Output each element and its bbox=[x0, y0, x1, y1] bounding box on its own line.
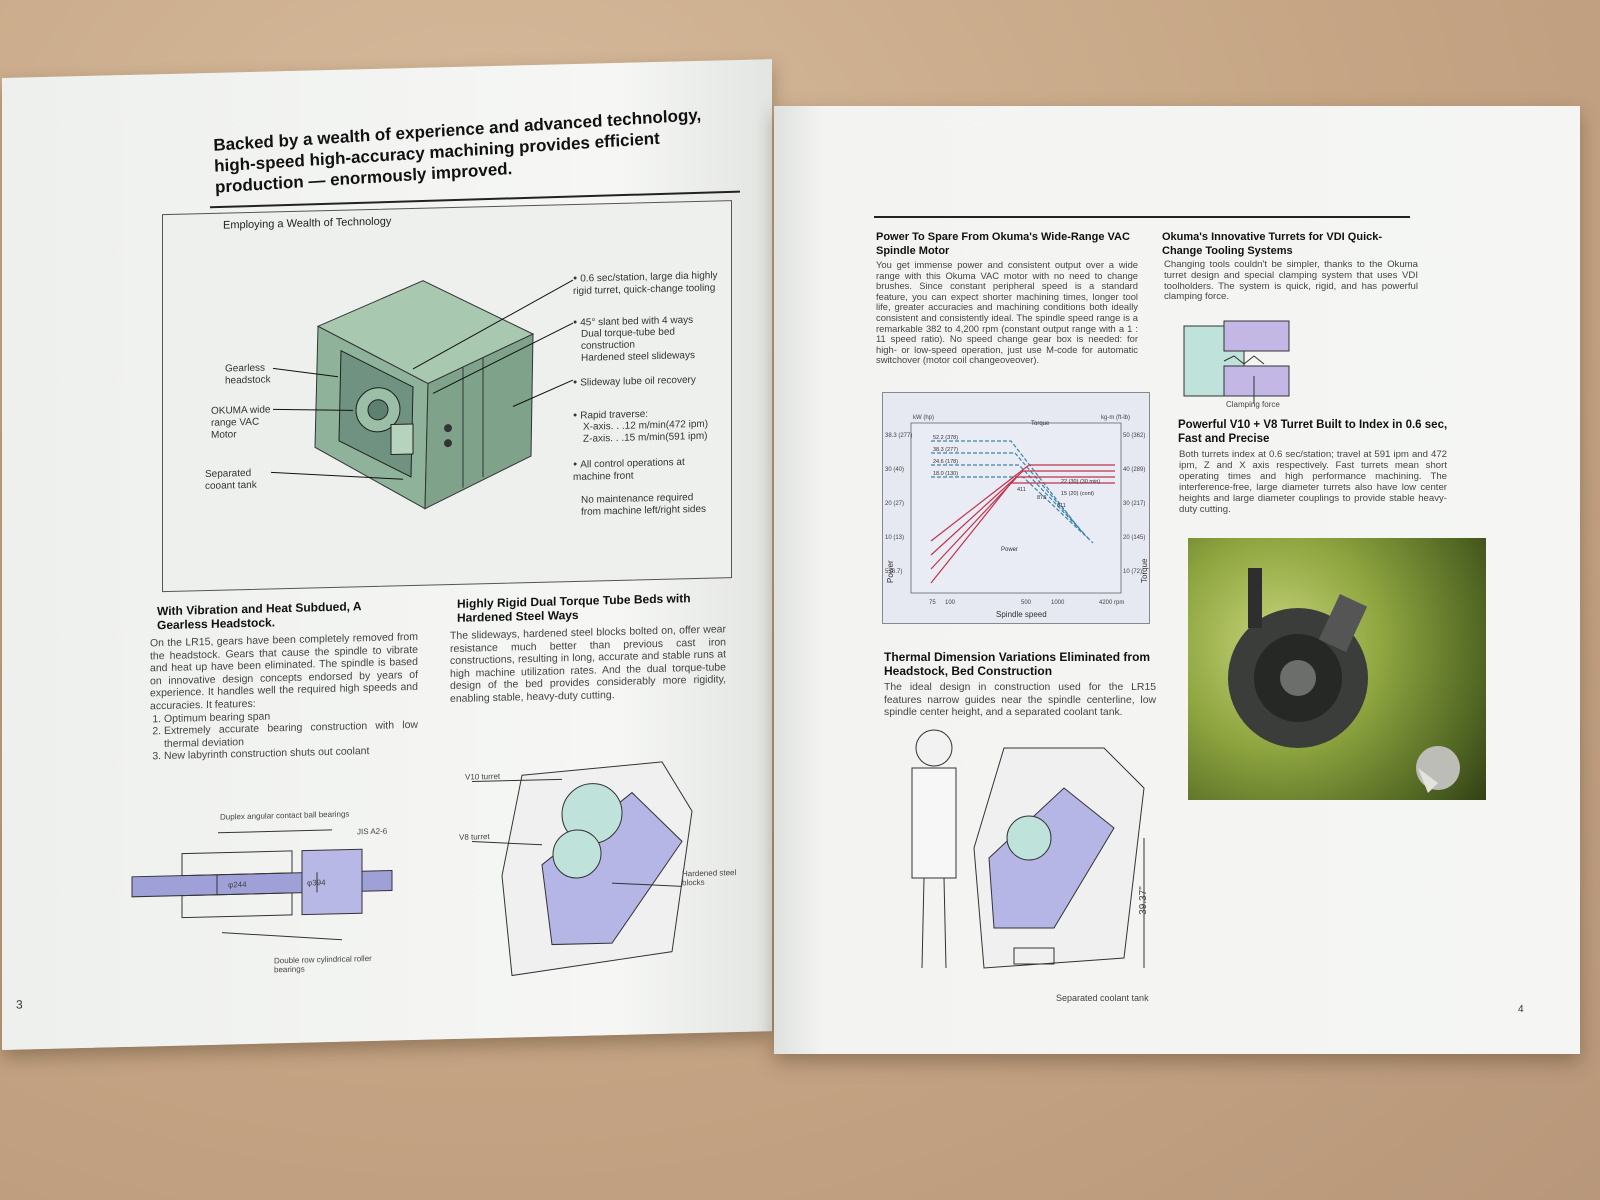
x-tick: 4200 rpm bbox=[1099, 600, 1124, 606]
torque-level-label: 18.0 (130) bbox=[933, 471, 958, 477]
left-unit-label: kW (hp) bbox=[913, 415, 934, 421]
torque-level-label: 52.2 (378) bbox=[933, 435, 958, 441]
turret-photo-art bbox=[1228, 568, 1460, 793]
label-gearless-headstock: Gearless headstock bbox=[225, 362, 271, 387]
callout-maintenance: No maintenance required from machine lef… bbox=[581, 492, 707, 518]
y-tick-right: 20 (145) bbox=[1123, 535, 1145, 541]
breakpoint-label: 411 bbox=[1017, 487, 1026, 493]
spindle-chart-svg: kW (hp) kg-m (ft-lb) 38.3 (277) 30 (40) 20 (… bbox=[885, 415, 1149, 619]
section-body-turret: Both turrets index at 0.6 sec/station; t… bbox=[1179, 449, 1447, 515]
section-body-vdi: Changing tools couldn't be simpler, than… bbox=[1164, 259, 1418, 303]
bearing-diagram bbox=[131, 829, 393, 941]
label-v8-turret: V8 turret bbox=[459, 832, 490, 842]
coolant-tank-caption: Separated coolant tank bbox=[1056, 993, 1149, 1003]
section-body-headstock: On the LR15, gears have been completely … bbox=[150, 631, 418, 763]
x-tick: 500 bbox=[1021, 600, 1032, 606]
technology-box: Employing a Wealth of Technology 0.6 se bbox=[162, 200, 732, 593]
callout-turret: 0.6 sec/station, large dia highly rigid … bbox=[573, 269, 723, 297]
section-body-beds: The slideways, hardened steel blocks bol… bbox=[450, 623, 726, 706]
x-tick: 1000 bbox=[1051, 600, 1065, 606]
callout-controls: All control operations at machine front bbox=[573, 455, 723, 483]
left-page: Backed by a wealth of experience and adv… bbox=[2, 59, 772, 1051]
y-tick-left: 5 (6.7) bbox=[885, 569, 902, 575]
label-roller-bearings: Double row cylindrical roller bearings bbox=[274, 953, 372, 975]
x-axis-label: Spindle speed bbox=[996, 610, 1047, 619]
torque-series-line bbox=[931, 464, 1090, 540]
clamping-diagram bbox=[1183, 320, 1290, 404]
spindle-chart: kW (hp) kg-m (ft-lb) 38.3 (277) 30 (40) 20 (… bbox=[882, 392, 1150, 624]
clamping-force-caption: Clamping force bbox=[1226, 400, 1280, 409]
label-dia-244: φ244 bbox=[228, 880, 247, 890]
label-dia-394: φ394 bbox=[307, 878, 326, 888]
lathe-illustration bbox=[270, 279, 574, 510]
power-series-line bbox=[930, 464, 1115, 542]
label-jis: JIS A2-6 bbox=[357, 826, 388, 837]
y-tick-left: 10 (13) bbox=[885, 535, 904, 541]
y-axis-label-right: Torque bbox=[1140, 558, 1149, 583]
right-unit-label: kg-m (ft-lb) bbox=[1101, 415, 1130, 421]
thermal-diagram bbox=[911, 729, 1145, 969]
y-tick-right: 40 (289) bbox=[1123, 467, 1145, 473]
label-v10-turret: V10 turret bbox=[465, 771, 501, 782]
section-title-beds: Highly Rigid Dual Torque Tube Beds with … bbox=[457, 591, 691, 625]
breakpoint-label: 611 bbox=[1057, 503, 1066, 509]
torque-level-label: 24.6 (178) bbox=[933, 459, 958, 465]
section-body-spindle: You get immense power and consistent out… bbox=[876, 259, 1138, 366]
y-tick-left: 38.3 (277) bbox=[885, 433, 912, 439]
page-number-left: 3 bbox=[16, 997, 23, 1012]
section-title-thermal: Thermal Dimension Variations Eliminated … bbox=[884, 650, 1151, 678]
breakpoint-label: 873 bbox=[1037, 495, 1046, 501]
page-headline: Backed by a wealth of experience and adv… bbox=[213, 105, 702, 197]
turret-diagram bbox=[471, 761, 693, 977]
x-tick: 75 bbox=[929, 600, 936, 606]
headstock-body-text: On the LR15, gears have been completely … bbox=[150, 630, 418, 713]
section-title-headstock: With Vibration and Heat Subdued, A Gearl… bbox=[157, 599, 362, 633]
height-dimension: 39.37" bbox=[1137, 886, 1149, 915]
y-tick-right: 10 (72) bbox=[1123, 569, 1142, 575]
section-body-thermal: The ideal design in construction used fo… bbox=[884, 682, 1156, 719]
page-number-right: 4 bbox=[1518, 1004, 1524, 1015]
label-coolant-tank: Separated cooant tank bbox=[205, 467, 257, 493]
torque-series-line bbox=[931, 440, 1082, 532]
power-level-label: 22 (30) (30 min) bbox=[1061, 479, 1100, 485]
turret-photo bbox=[1188, 538, 1486, 800]
label-hardened-blocks: Hardened steel blocks bbox=[682, 868, 737, 888]
section-title-turret: Powerful V10 + V8 Turret Built to Index … bbox=[1178, 419, 1448, 445]
callout-torque-tube: Dual torque-tube bed construction bbox=[581, 326, 675, 352]
y-tick-right: 30 (217) bbox=[1123, 501, 1145, 507]
section-title-spindle: Power To Spare From Okuma's Wide-Range V… bbox=[876, 231, 1130, 257]
y-tick-left: 20 (27) bbox=[885, 501, 904, 507]
power-level-label: 15 (20) (cont) bbox=[1061, 491, 1094, 497]
x-tick: 100 bbox=[945, 600, 956, 606]
y-axis-label-left: Power bbox=[886, 560, 895, 583]
torque-series-line bbox=[931, 452, 1086, 536]
torque-series-label: Torque bbox=[1031, 421, 1050, 427]
power-series-line bbox=[930, 470, 1115, 556]
section-title-vdi: Okuma's Innovative Turrets for VDI Quick… bbox=[1162, 231, 1383, 257]
label-vac-motor: OKUMA wide range VAC Motor bbox=[211, 404, 271, 441]
power-series-label: Power bbox=[1001, 547, 1018, 553]
right-page-rule bbox=[874, 216, 1410, 218]
y-tick-left: 30 (40) bbox=[885, 467, 904, 473]
right-page: Power To Spare From Okuma's Wide-Range V… bbox=[774, 106, 1580, 1054]
torque-level-label: 38.3 (277) bbox=[933, 447, 958, 453]
y-tick-right: 50 (362) bbox=[1123, 433, 1145, 439]
